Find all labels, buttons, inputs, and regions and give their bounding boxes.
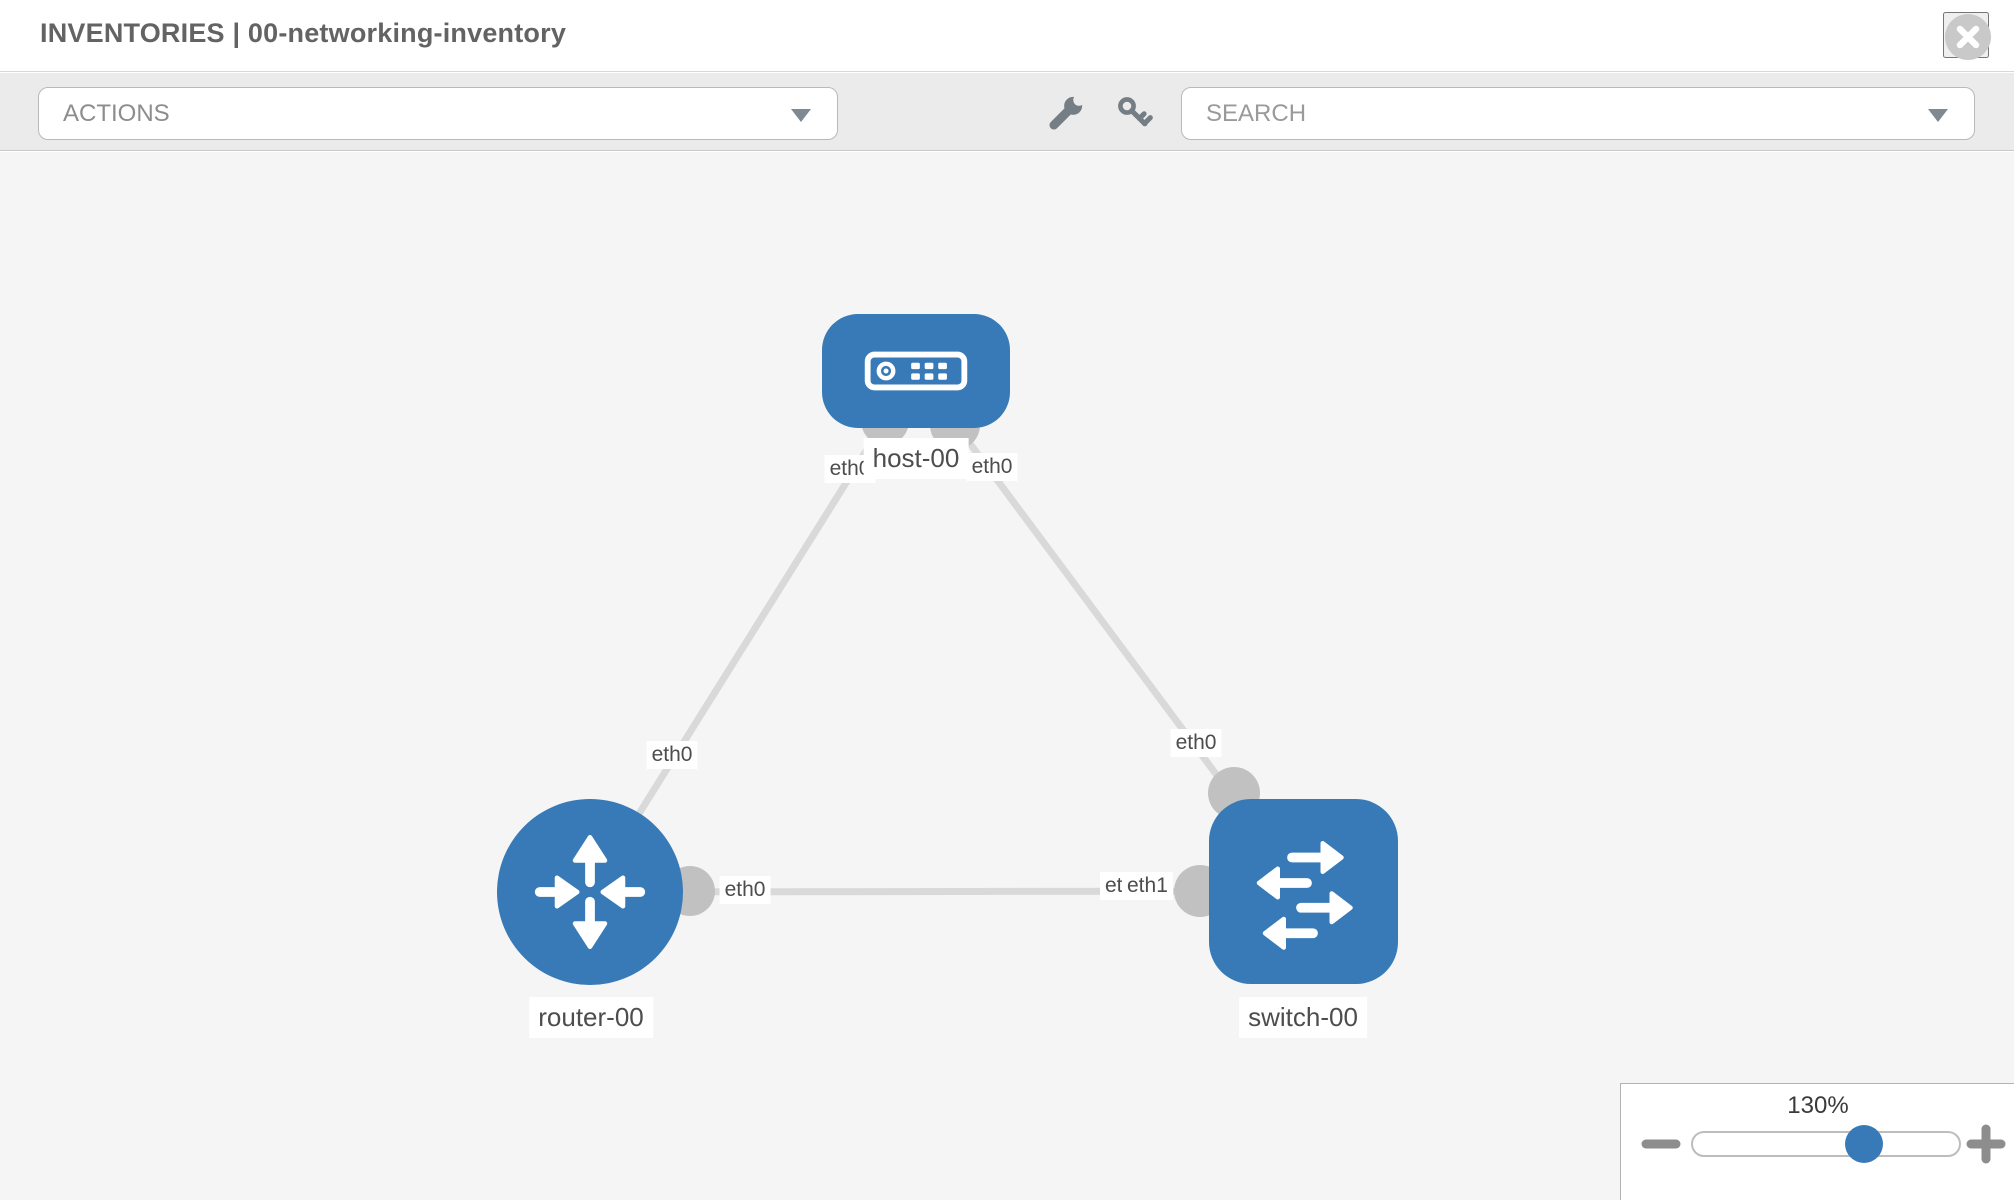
toolbar: ACTIONS SEARCH <box>0 73 2014 151</box>
node-switch-00[interactable] <box>1209 799 1398 984</box>
interface-label: eth0 <box>966 453 1018 481</box>
close-button[interactable] <box>1943 12 1991 60</box>
interface-label: eth0 <box>719 876 771 904</box>
chevron-down-icon <box>791 108 811 122</box>
actions-dropdown-label: ACTIONS <box>63 99 170 127</box>
zoom-level-value: 130% <box>1787 1092 1849 1119</box>
configure-button[interactable] <box>1044 91 1088 135</box>
zoom-control-panel: 130% <box>1620 1083 2014 1200</box>
interface-label: eth0 <box>1170 729 1222 757</box>
search-dropdown-label: SEARCH <box>1206 99 1307 127</box>
chevron-down-icon <box>1928 108 1948 122</box>
node-label-host: host-00 <box>863 438 969 479</box>
interface-label: eth0 <box>646 741 698 769</box>
node-router-00[interactable] <box>497 799 683 985</box>
header: INVENTORIES | 00-networking-inventory <box>0 0 2014 72</box>
search-dropdown[interactable]: SEARCH <box>1181 87 1975 140</box>
topology-links-layer <box>587 368 1306 917</box>
interface-label: eth1 <box>1122 872 1173 900</box>
zoom-slider-thumb[interactable] <box>1845 1125 1883 1163</box>
topology-canvas[interactable]: eth0 eth0 eth0 eth0 eth0 eth0 eth1 host-… <box>0 152 2014 1200</box>
zoom-in-button[interactable] <box>1964 1122 2008 1166</box>
zoom-slider-track[interactable] <box>1691 1131 1961 1157</box>
node-label-router: router-00 <box>529 997 653 1038</box>
plus-icon <box>1966 1124 2006 1164</box>
host-icon <box>864 351 968 391</box>
credentials-button[interactable] <box>1112 91 1156 135</box>
actions-dropdown[interactable]: ACTIONS <box>38 87 838 140</box>
page-title: INVENTORIES | 00-networking-inventory <box>40 18 567 48</box>
close-icon <box>1945 14 1991 60</box>
router-icon <box>534 835 646 949</box>
zoom-out-button[interactable] <box>1639 1122 1683 1166</box>
switch-icon <box>1256 840 1353 950</box>
minus-icon <box>1641 1139 1681 1149</box>
node-host-00[interactable] <box>822 314 1010 428</box>
node-label-switch: switch-00 <box>1239 997 1367 1038</box>
wrench-icon <box>1049 94 1085 130</box>
key-icon <box>1118 97 1153 127</box>
